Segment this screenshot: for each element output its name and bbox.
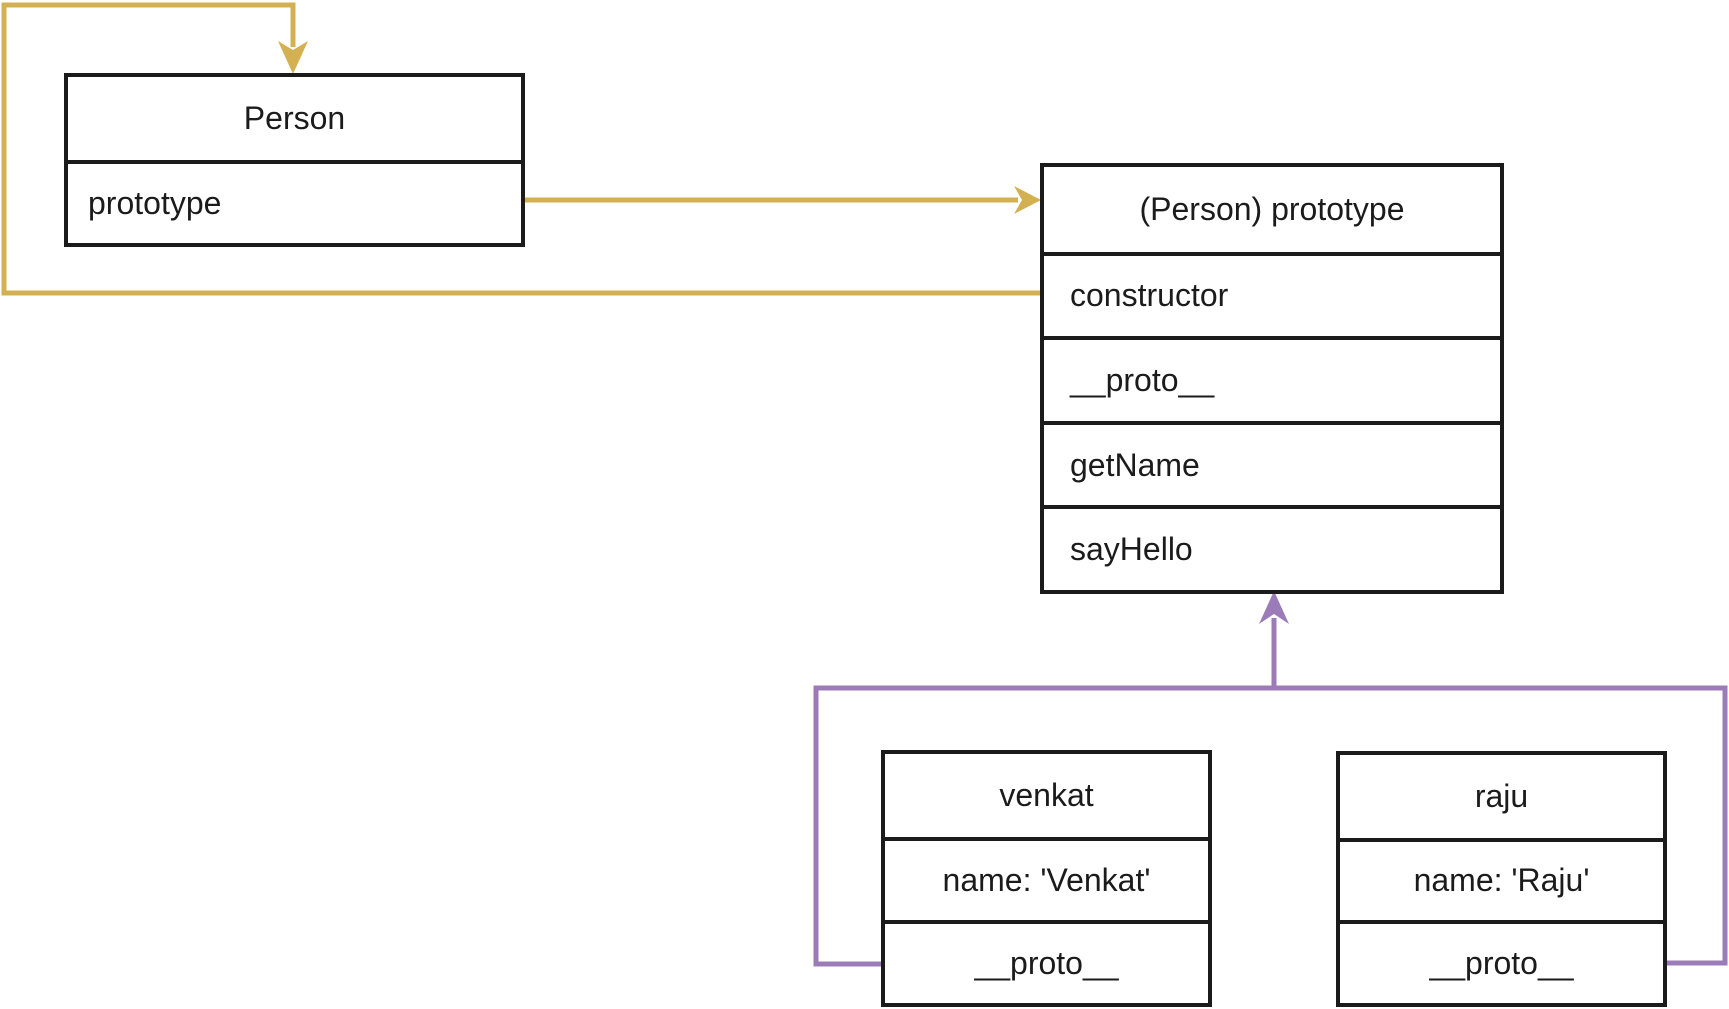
node-raju: raju name: 'Raju' __proto__ — [1336, 751, 1667, 1007]
field-getname: getName — [1044, 420, 1500, 506]
node-person-prototype-title: (Person) prototype — [1139, 190, 1405, 227]
field-proto: __proto__ — [1044, 336, 1500, 421]
arrowhead-constructor-to-person — [278, 41, 308, 74]
field-sayhello: sayHello — [1044, 505, 1500, 590]
field-prototype: prototype — [68, 160, 521, 243]
arrow-proto-links-rail — [813, 685, 1728, 967]
field-raju-name: name: 'Raju' — [1340, 837, 1663, 921]
field-constructor: constructor — [1044, 251, 1500, 337]
arrowhead-prototype-to-prototype-object — [1014, 186, 1041, 214]
arrow-constructor-to-person — [1, 2, 1041, 296]
node-venkat-title: venkat — [999, 777, 1094, 813]
field-venkat-proto: __proto__ — [885, 920, 1208, 1003]
node-person-title: Person — [243, 100, 346, 136]
node-raju-title: raju — [1474, 777, 1529, 814]
field-venkat-name: name: 'Venkat' — [885, 837, 1208, 920]
node-venkat: venkat name: 'Venkat' __proto__ — [881, 750, 1212, 1007]
node-person-prototype: (Person) prototype constructor __proto__… — [1040, 163, 1504, 594]
arrowhead-proto-links — [1259, 591, 1289, 624]
node-person: Person prototype — [64, 73, 525, 247]
field-raju-proto: __proto__ — [1340, 920, 1663, 1003]
